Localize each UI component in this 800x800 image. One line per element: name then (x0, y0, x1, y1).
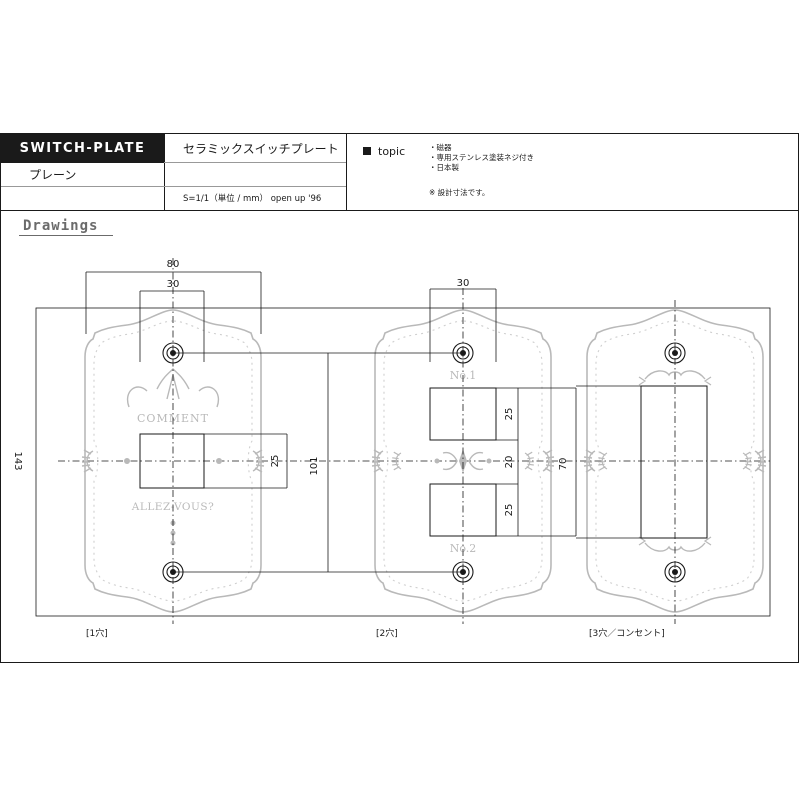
divider (164, 186, 346, 187)
divider (1, 186, 164, 187)
section-title-underline (19, 235, 113, 236)
outline-box (35, 307, 771, 617)
dim-height-total: 143 (12, 451, 23, 470)
divider (164, 134, 165, 210)
plate-label-no2: No.2 (450, 542, 477, 555)
plate-3 (583, 309, 767, 613)
plate-2 (371, 309, 555, 613)
title-block: SWITCH-PLATE プレーン セラミックスイッチプレート S=1/1（単位… (1, 134, 798, 211)
dim-width-outer: 80 (167, 259, 180, 270)
drawing-sheet: SWITCH-PLATE プレーン セラミックスイッチプレート S=1/1（単位… (0, 133, 799, 663)
topic-label: topic (378, 145, 406, 158)
brand-label: SWITCH-PLATE (1, 134, 164, 163)
scale-text: S=1/1（単位 / mm） open up '96 (183, 194, 322, 204)
topic-note: ・日本製 (429, 163, 459, 172)
topic-note: ・専用ステンレス塗装ネジ付き (429, 153, 534, 162)
design-note: ※ 設計寸法です。 (429, 188, 490, 197)
divider (346, 134, 347, 210)
subtitle: プレーン (29, 168, 77, 182)
topic-notes: ・磁器 ・専用ステンレス塗装ネジ付き ・日本製 (429, 143, 534, 173)
product-title: セラミックスイッチプレート (183, 142, 339, 156)
outlet-opening (640, 385, 708, 539)
divider (164, 162, 346, 163)
square-bullet-icon (363, 147, 371, 155)
dim-height-screw: 101 (309, 456, 320, 475)
plate-1 (81, 309, 265, 613)
dim-width-switch: 30 (167, 279, 180, 290)
dim-gap-2: 20 (504, 456, 515, 469)
dim-opening-1: 25 (270, 455, 281, 468)
topic-note: ・磁器 (429, 143, 452, 152)
plate-label-comment: COMMENT (137, 412, 209, 425)
dim-width-switch-2: 30 (457, 278, 470, 289)
switch-opening (139, 433, 205, 489)
topic-heading: topic (363, 145, 405, 158)
caption-3-hole-outlet: [3穴／コンセント] (589, 627, 665, 639)
dim-opening-3: 70 (558, 458, 569, 471)
dim-opening-2b: 25 (504, 504, 515, 517)
plate-label-allez: ALLEZ-VOUS? (131, 501, 214, 513)
caption-1-hole: [1穴] (86, 627, 108, 639)
dim-opening-2a: 25 (504, 408, 515, 421)
section-title: Drawings (23, 218, 99, 234)
caption-2-hole: [2穴] (376, 627, 398, 639)
